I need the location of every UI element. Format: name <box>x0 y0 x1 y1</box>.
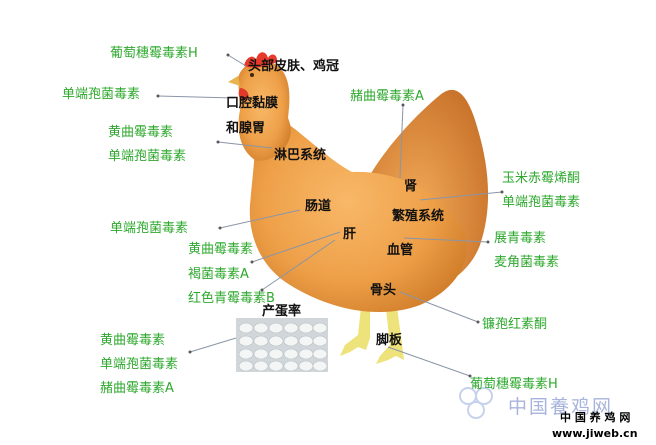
toxin-ergot: 麦角菌毒素 <box>494 255 560 270</box>
watermark-url: www.jiweb.cn <box>552 427 638 440</box>
toxin-aflatoxin-2: 黄曲霉毒素 <box>188 242 254 257</box>
toxin-zearalenone: 玉米赤霉烯酮 <box>502 171 581 186</box>
toxin-fusarochromanone: 镰孢红素酮 <box>482 317 548 332</box>
toxin-stachybotrys-top: 葡萄穗霉毒素H <box>110 46 198 61</box>
toxin-ochratoxin-a-bottom: 赭曲霉毒素A <box>100 381 174 396</box>
hen-leg-right <box>376 300 404 364</box>
organ-mouth: 口腔黏膜 <box>226 96 279 111</box>
hen-eye <box>250 73 254 77</box>
toxin-patulin-a: 褐菌毒素A <box>188 267 249 282</box>
organ-lymph: 淋巴系统 <box>274 148 327 163</box>
organ-repro: 繁殖系统 <box>392 209 445 224</box>
organ-gland: 和腺胃 <box>226 121 266 136</box>
hen-wattle <box>238 88 249 101</box>
organ-feet: 脚板 <box>376 333 403 348</box>
toxin-trichothecene-2: 单端孢菌毒素 <box>108 149 187 164</box>
toxin-trichothecene-4: 单端孢菌毒素 <box>110 221 189 236</box>
watermark-text: 中国養鸡网 <box>508 396 614 418</box>
toxin-ochratoxin-a-top: 赭曲霉毒素A <box>350 89 424 104</box>
hen-neck <box>238 60 291 161</box>
hen-leg-left <box>340 298 370 356</box>
toxin-aflatoxin-3: 黄曲霉毒素 <box>100 333 166 348</box>
organ-kidney: 肾 <box>404 179 418 194</box>
organ-blood: 血管 <box>387 243 414 258</box>
organ-intestine: 肠道 <box>305 199 332 214</box>
toxin-trichothecene-1: 单端孢菌毒素 <box>62 87 141 102</box>
organ-head: 头部皮肤、鸡冠 <box>248 59 340 74</box>
toxin-trichothecene-3: 单端孢菌毒素 <box>502 195 581 210</box>
toxin-trichothecene-5: 单端孢菌毒素 <box>100 357 179 372</box>
organ-egg-rate: 产蛋率 <box>262 304 302 319</box>
watermark-site-name: 中 国 养 鸡 网 <box>560 411 631 424</box>
organ-bone: 骨头 <box>370 283 397 298</box>
egg-tray-image <box>236 318 328 372</box>
leader-dots <box>156 53 504 378</box>
toxin-aflatoxin-1: 黄曲霉毒素 <box>108 125 174 140</box>
hen-comb <box>244 52 278 68</box>
toxin-rubratoxin-b: 红色青霉毒素B <box>188 291 275 306</box>
toxin-patulin: 展青毒素 <box>494 231 547 246</box>
toxin-stachybotrys-bottom: 葡萄穗霉毒素H <box>470 377 558 392</box>
hen-beak <box>228 76 240 86</box>
organ-liver: 肝 <box>343 227 357 242</box>
leader-lines <box>157 54 503 377</box>
watermark-logo <box>459 387 493 419</box>
